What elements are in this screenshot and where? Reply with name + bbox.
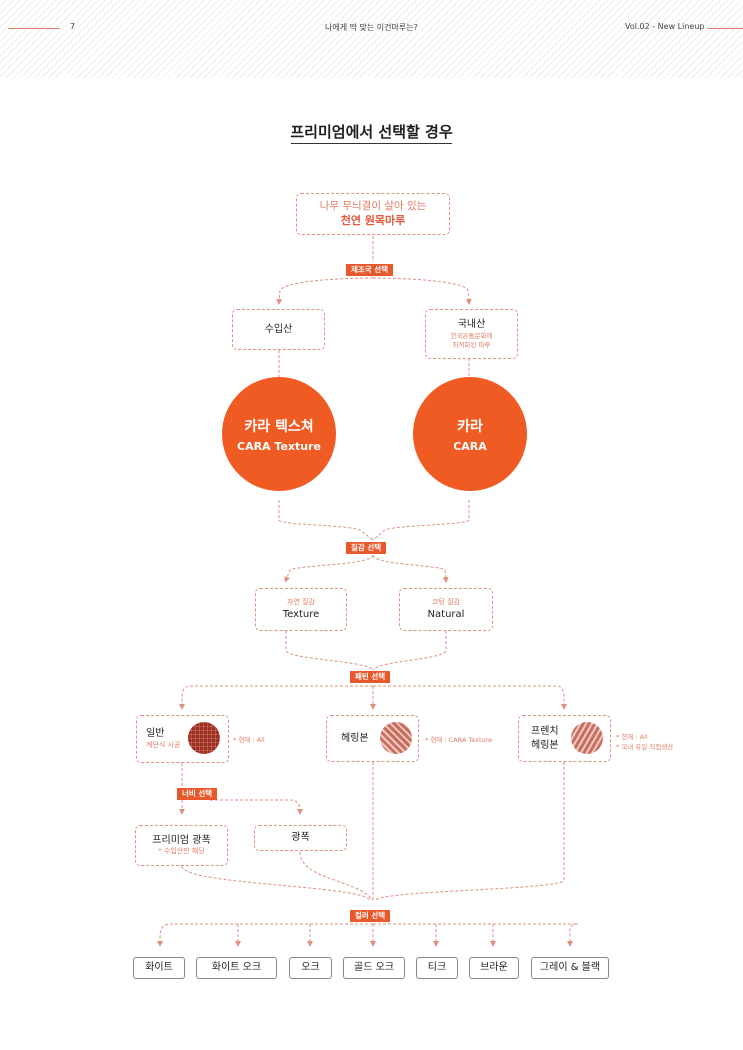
- option-domestic[interactable]: 국내산 한국온돌문화에 최적화된 마루: [425, 309, 518, 359]
- option-natural-texture[interactable]: 자연 질감 Texture: [255, 588, 347, 631]
- title-underline: [291, 143, 452, 144]
- color-brown[interactable]: 브라운: [469, 957, 519, 979]
- domestic-label: 국내산: [457, 319, 486, 331]
- color-gray-black-label: 그레이 & 블랙: [539, 962, 601, 974]
- page-header: [0, 0, 743, 78]
- french-herringbone-swatch: [571, 722, 603, 754]
- color-white-label: 화이트: [145, 962, 173, 974]
- color-white-oak[interactable]: 화이트 오크: [196, 957, 277, 979]
- start-box: 나무 무늬결이 살아 있는 천연 원목마루: [296, 193, 450, 235]
- color-oak-label: 오크: [301, 962, 320, 974]
- color-teak-label: 티크: [427, 962, 447, 974]
- herringbone-label: 헤링본: [341, 732, 369, 744]
- tag-origin: 제조국 선택: [346, 264, 394, 276]
- product-cara[interactable]: 카라 CARA: [413, 377, 527, 491]
- domestic-sub2: 최적화된 마루: [452, 340, 491, 349]
- cara-en: CARA: [453, 439, 487, 453]
- header-rule-left: [8, 28, 60, 29]
- normal-pattern-swatch: [188, 722, 220, 754]
- option-premium-wide[interactable]: 프리미엄 광폭 * 수입산만 해당: [135, 825, 228, 866]
- cara-texture-en: CARA Texture: [237, 439, 321, 453]
- color-brown-label: 브라운: [480, 962, 508, 974]
- normal-pattern-note: * 현재 : All: [233, 736, 265, 744]
- french-note-2: * 국내 유일 직접생산: [616, 742, 674, 751]
- coating-texture-label: Natural: [427, 608, 465, 620]
- premium-wide-label: 프리미엄 광폭: [152, 834, 211, 846]
- french-note-1: * 현재 : All: [616, 733, 648, 741]
- color-gray-black[interactable]: 그레이 & 블랙: [531, 957, 609, 979]
- normal-pattern-sub: 계단식 시공: [146, 740, 181, 749]
- french-note-block: * 현재 : All * 국내 유일 직접생산: [616, 733, 673, 753]
- color-oak[interactable]: 오크: [289, 957, 332, 979]
- cara-texture-ko: 카라 텍스쳐: [244, 418, 314, 435]
- herringbone-note: * 현재 : CARA Texture: [425, 736, 493, 744]
- option-imported[interactable]: 수입산: [232, 309, 325, 350]
- tag-color: 컬러 선택: [350, 910, 391, 922]
- coating-texture-sub: 코팅 질감: [432, 597, 460, 606]
- start-line1: 나무 무늬결이 살아 있는: [319, 200, 427, 213]
- volume-label: Vol.02 - New Lineup: [622, 22, 708, 31]
- tag-texture: 질감 선택: [346, 542, 387, 554]
- premium-wide-sub: * 수입산만 해당: [158, 847, 205, 856]
- french-label-1: 프렌치: [531, 726, 559, 737]
- imported-label: 수입산: [264, 323, 293, 335]
- header-rule-right: [686, 28, 743, 29]
- page-title: 프리미엄에서 선택할 경우: [290, 123, 453, 141]
- option-coating-texture[interactable]: 코팅 질감 Natural: [399, 588, 493, 631]
- normal-pattern-label: 일반: [146, 728, 165, 740]
- option-wide[interactable]: 광폭: [254, 825, 347, 851]
- natural-texture-label: Texture: [282, 608, 320, 620]
- product-cara-texture[interactable]: 카라 텍스쳐 CARA Texture: [222, 377, 336, 491]
- herringbone-swatch: [380, 722, 412, 754]
- cara-ko: 카라: [457, 418, 483, 435]
- domestic-sub1: 한국온돌문화에: [450, 331, 493, 340]
- header-title: 나에게 딱 맞는 이건마루는?: [322, 22, 421, 33]
- tag-pattern: 패턴 선택: [350, 671, 391, 683]
- french-label-2: 헤링본: [531, 739, 559, 751]
- color-gold-oak[interactable]: 골드 오크: [343, 957, 405, 979]
- natural-texture-sub: 자연 질감: [287, 597, 315, 606]
- color-teak[interactable]: 티크: [416, 957, 458, 979]
- tag-width: 너비 선택: [177, 788, 218, 800]
- start-line2: 천연 원목마루: [340, 213, 406, 227]
- wide-label: 광폭: [291, 832, 310, 844]
- page-number: 7: [67, 22, 79, 31]
- color-white-oak-label: 화이트 오크: [211, 962, 262, 974]
- color-white[interactable]: 화이트: [133, 957, 185, 979]
- color-gold-oak-label: 골드 오크: [354, 962, 394, 974]
